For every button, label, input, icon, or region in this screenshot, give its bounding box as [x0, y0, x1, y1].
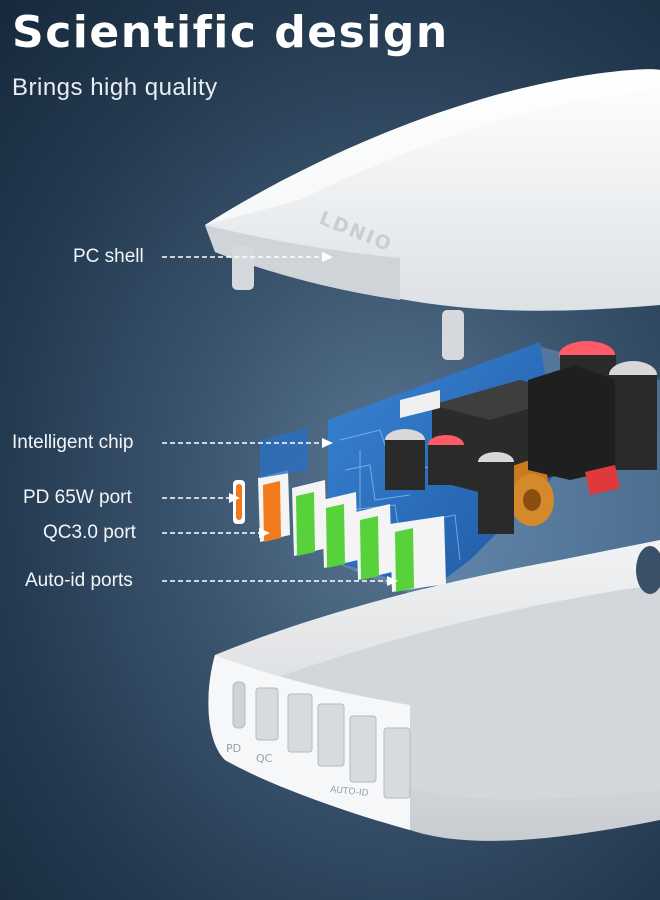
pc-shell: LDNIO — [205, 69, 660, 360]
page-title: Scientific design — [12, 7, 449, 58]
qc-marking: QC — [256, 752, 273, 765]
callout-pc-shell: PC shell — [73, 246, 144, 267]
callout-lines — [162, 256, 390, 582]
page-subtitle: Brings high quality — [12, 74, 218, 101]
auto-id-marking: AUTO-ID — [330, 785, 369, 799]
callout-auto-id-ports: Auto-id ports — [25, 570, 133, 591]
base-shell: PD QC AUTO-ID — [208, 540, 660, 841]
callout-arrowheads — [229, 252, 398, 586]
callout-intelligent-chip: Intelligent chip — [12, 432, 134, 453]
callout-qc-port: QC3.0 port — [43, 522, 136, 543]
usb-port-row — [233, 428, 446, 592]
pd-marking: PD — [226, 742, 241, 755]
callout-pd-port: PD 65W port — [23, 487, 132, 508]
